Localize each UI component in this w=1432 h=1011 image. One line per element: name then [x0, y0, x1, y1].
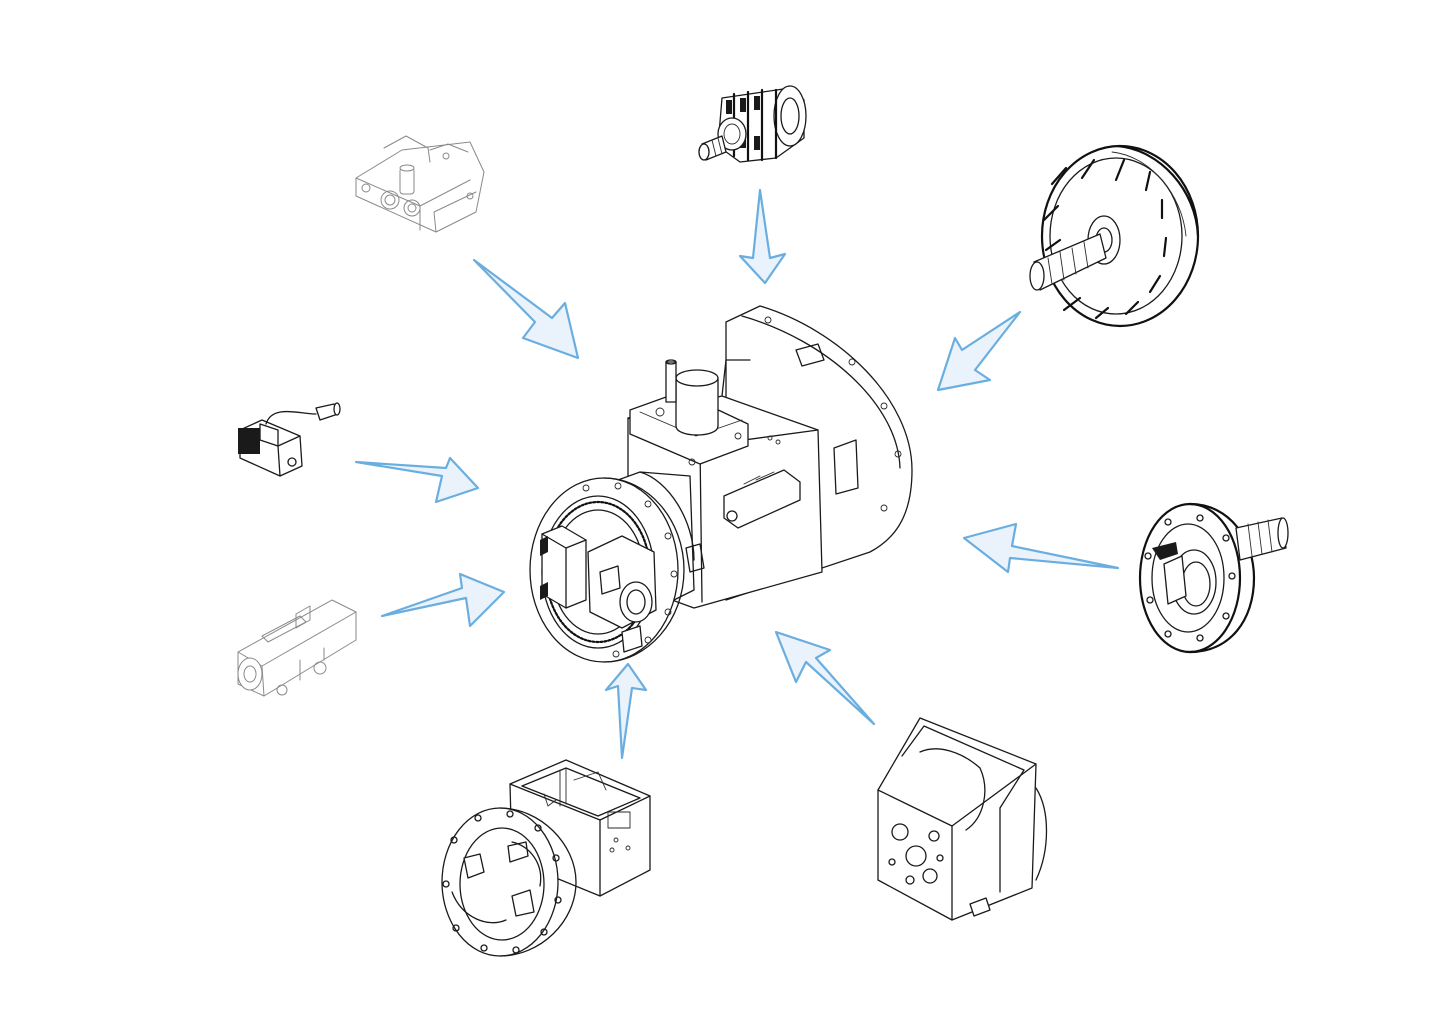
control-valve-block [355, 135, 485, 233]
converter-housing [877, 717, 1048, 921]
arrow-clutch-pack-to-center [738, 188, 787, 285]
arrow-gearbox-to-center [604, 662, 648, 760]
charge-pump [1138, 502, 1289, 654]
arrow-solenoid-to-center [354, 456, 480, 504]
arrow-valve-block-to-center [472, 258, 580, 360]
arrow-charge-pump-to-center [962, 522, 1120, 574]
arrow-turbine-to-center [936, 310, 1022, 392]
arrow-converter-housing-to-center [774, 630, 876, 726]
solenoid-valve [238, 402, 341, 477]
hydraulic-valve-body [237, 599, 357, 697]
gearbox-housing [441, 759, 651, 957]
clutch-pack [698, 85, 807, 163]
transmission-assembly [529, 305, 913, 663]
torque-converter-turbine [1029, 144, 1200, 328]
arrow-hydraulic-valve-to-center [380, 572, 506, 628]
